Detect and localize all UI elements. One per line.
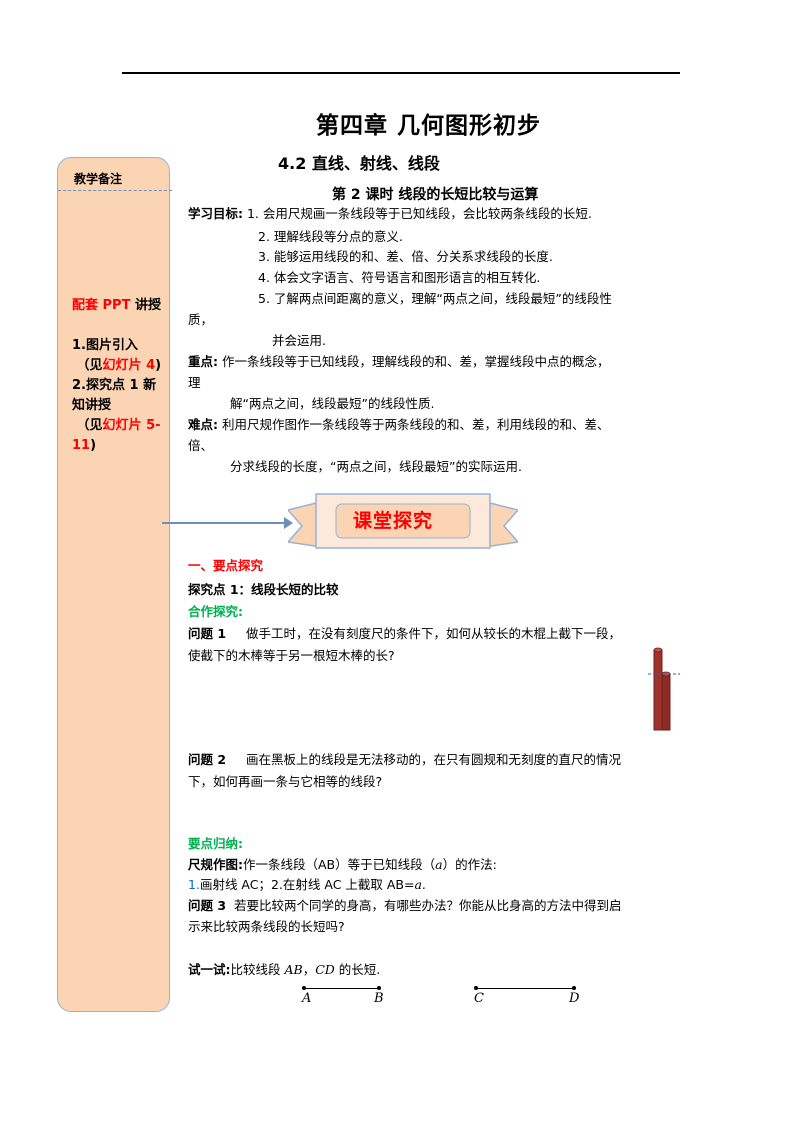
question-2-line-1: 问题 2 画在黑板上的线段是无法移动的，在只有圆规和无刻度的直尺的情况 xyxy=(188,752,621,767)
question-1-line-2: 使截下的木棒等于另一根短木棒的长? xyxy=(188,648,395,663)
goals-line-5c: 并会运用. xyxy=(272,333,326,348)
construction-steps: 1.画射线 AC；2.在射线 AC 上截取 AB=a. xyxy=(188,877,426,892)
section-title: 4.2 直线、射线、线段 xyxy=(278,154,440,173)
point-c-dot xyxy=(474,986,478,990)
goals-line-5: 5. 了解两点间距离的意义，理解“两点之间，线段最短”的线段性 xyxy=(258,291,612,306)
note-item-1-ref: （见幻灯片 4) xyxy=(76,358,162,373)
segment-cd xyxy=(476,988,574,990)
coop-heading: 合作探究: xyxy=(188,604,243,619)
ppt-suffix: 讲授 xyxy=(134,298,161,313)
explore-heading: 一、要点探究 xyxy=(188,558,264,573)
key-points-line-2: 理 xyxy=(188,375,201,390)
point-c-label: C xyxy=(474,991,484,1006)
wooden-sticks-icon xyxy=(648,647,680,731)
explore-point-1: 探究点 1：线段长短的比较 xyxy=(188,582,339,597)
sidebar-divider xyxy=(58,190,172,191)
difficulties-line-3: 分求线段的长度，“两点之间，线段最短”的实际运用. xyxy=(230,459,522,474)
point-d-dot xyxy=(572,986,576,990)
key-points-line-1: 重点: 作一条线段等于已知线段，理解线段的和、差，掌握线段中点的概念， xyxy=(188,354,610,369)
question-3-line-2: 示来比较两条线段的长短吗? xyxy=(188,919,345,934)
pointer-arrow-head-icon xyxy=(284,517,293,529)
ppt-prefix: 配套 PPT xyxy=(72,298,131,313)
note-item-2-ref: （见幻灯片 5-11) xyxy=(72,418,161,453)
lesson-title: 第 2 课时 线段的长短比较与运算 xyxy=(332,187,539,203)
goals-line-2: 2. 理解线段等分点的意义. xyxy=(258,229,403,244)
question-1-line-1: 问题 1 做手工时，在没有刻度尺的条件下，如何从较长的木棍上截下一段， xyxy=(188,626,621,641)
pointer-arrow-line xyxy=(162,522,287,524)
note-item-1: 1.图片引入 xyxy=(72,338,138,353)
goals-line-4: 4. 体会文字语言、符号语言和图形语言的相互转化. xyxy=(258,270,541,285)
teaching-notes-body: 配套 PPT 讲授 1.图片引入 （见幻灯片 4) 2.探究点 1 新知讲授 （… xyxy=(72,296,166,456)
point-a-label: A xyxy=(302,991,312,1006)
note-item-2: 2.探究点 1 新知讲授 xyxy=(72,378,157,413)
try-line: 试一试:比较线段 AB，CD 的长短. xyxy=(188,962,381,977)
ribbon-banner xyxy=(288,493,518,549)
goals-line-1: 学习目标: 1. 会用尺规画一条线段等于已知线段，会比较两条线段的长短. xyxy=(188,206,592,221)
construction-line: 尺规作图:作一条线段（AB）等于已知线段（a）的作法: xyxy=(188,857,497,872)
question-3-line-1: 问题 3 若要比较两个同学的身高，有哪些办法？你能从比身高的方法中得到启 xyxy=(188,898,622,913)
teaching-notes-heading: 教学备注 xyxy=(74,172,123,186)
top-rule xyxy=(122,72,680,74)
banner-title: 课堂探究 xyxy=(352,510,433,532)
key-points-line-3: 解“两点之间，线段最短”的线段性质. xyxy=(230,396,435,411)
point-b-label: B xyxy=(374,991,384,1006)
goals-line-5b: 质， xyxy=(188,312,214,327)
chapter-title: 第四章 几何图形初步 xyxy=(316,113,542,139)
goals-line-3: 3. 能够运用线段的和、差、倍、分关系求线段的长度. xyxy=(258,249,553,264)
difficulties-line-1: 难点: 利用尺规作图作一条线段等于两条线段的和、差，利用线段的和、差、 xyxy=(188,417,610,432)
point-a-dot xyxy=(302,986,306,990)
ppt-line: 配套 PPT 讲授 xyxy=(72,296,166,316)
summary-heading: 要点归纳: xyxy=(188,836,243,851)
teaching-notes-panel xyxy=(57,157,170,1012)
point-d-label: D xyxy=(569,991,580,1006)
question-2-line-2: 下，如何再画一条与它相等的线段? xyxy=(188,774,383,789)
point-b-dot xyxy=(377,986,381,990)
difficulties-line-2: 倍、 xyxy=(188,438,214,453)
segment-ab xyxy=(304,988,380,990)
